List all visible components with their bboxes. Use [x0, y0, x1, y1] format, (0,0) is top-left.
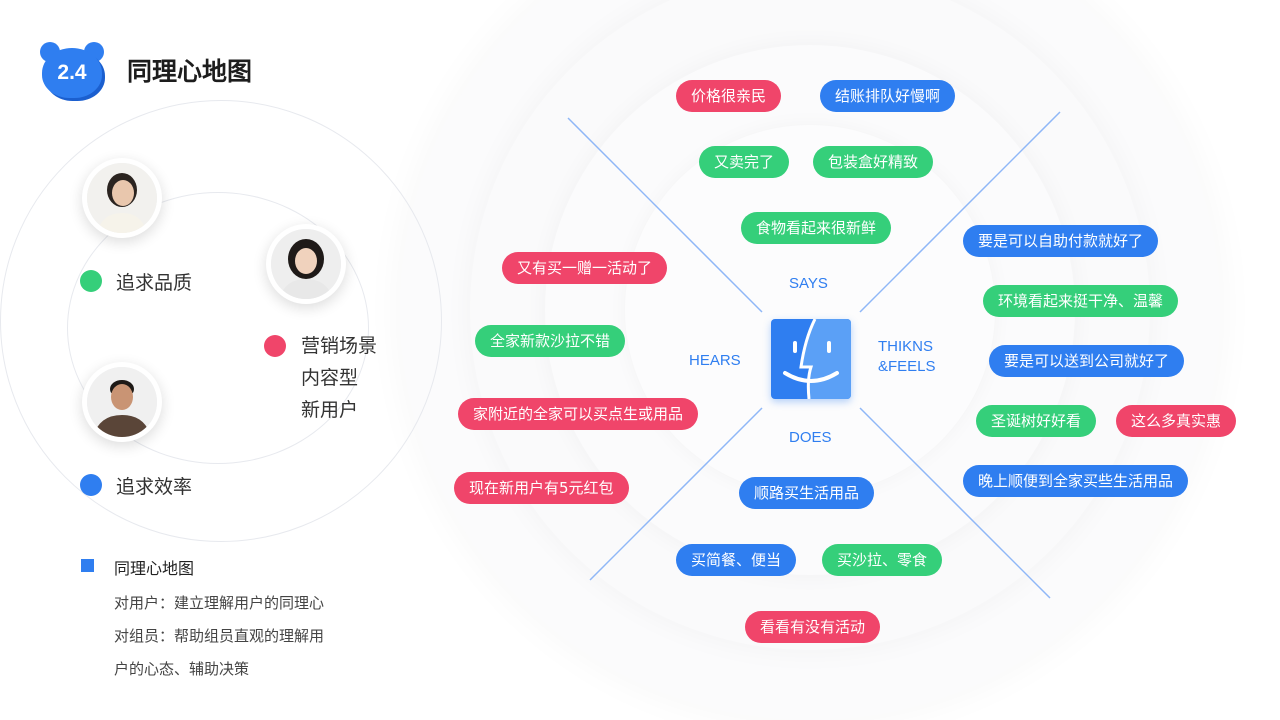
hears-pill: 现在新用户有5元红包 — [454, 472, 629, 504]
note-line: 对组员：帮助组员直观的理解用 — [114, 627, 325, 645]
avatar-woman-1 — [82, 158, 162, 238]
avatar-man — [82, 362, 162, 442]
page-title: 同理心地图 — [127, 57, 253, 86]
axis-does: DOES — [789, 429, 832, 446]
thinks-pill: 要是可以自助付款就好了 — [963, 225, 1159, 257]
says-pill: 又卖完了 — [699, 146, 790, 178]
left-ring-inner — [67, 192, 369, 464]
thinks-pill: 晚上顺便到全家买些生活用品 — [963, 465, 1189, 497]
note-title: 同理心地图 — [114, 559, 195, 578]
bg-ring-core — [625, 125, 995, 495]
axis-says: SAYS — [789, 275, 828, 292]
quality-dot — [80, 270, 102, 292]
finder-face-icon — [771, 319, 851, 399]
hears-pill: 全家新款沙拉不错 — [475, 325, 626, 357]
axis-feels: &FEELS — [878, 358, 936, 375]
section-badge: 2.4 — [40, 42, 104, 100]
says-pill: 结账排队好慢啊 — [820, 80, 956, 112]
efficiency-dot — [80, 474, 102, 496]
hears-pill: 家附近的全家可以买点生或用品 — [458, 398, 699, 430]
efficiency-label: 追求效率 — [116, 476, 193, 498]
note-bullet — [81, 559, 94, 572]
thinks-pill: 这么多真实惠 — [1116, 405, 1237, 437]
axis-thinks: THIKNS — [878, 338, 934, 355]
hears-pill: 又有买一赠一活动了 — [502, 252, 668, 284]
says-pill: 价格很亲民 — [676, 80, 782, 112]
note-line: 户的心态、辅助决策 — [114, 660, 250, 678]
scenario-labels: 营销场景 内容型 新用户 — [301, 330, 377, 426]
does-pill: 看看有没有活动 — [745, 611, 881, 643]
thinks-pill: 圣诞树好好看 — [976, 405, 1097, 437]
scenario-line: 内容型 — [301, 367, 359, 389]
thinks-pill: 要是可以送到公司就好了 — [989, 345, 1185, 377]
says-pill: 包装盒好精致 — [813, 146, 934, 178]
left-ring-outer — [0, 100, 442, 542]
does-pill: 顺路买生活用品 — [739, 477, 875, 509]
avatar-woman-2 — [266, 224, 346, 304]
section-number: 2.4 — [42, 48, 102, 98]
note-line: 对用户：建立理解用户的同理心 — [114, 594, 325, 612]
scenario-dot — [264, 335, 286, 357]
axis-hears: HEARS — [689, 352, 741, 369]
thinks-pill: 环境看起来挺干净、温馨 — [983, 285, 1179, 317]
quality-label: 追求品质 — [116, 272, 193, 294]
says-pill: 食物看起来很新鲜 — [741, 212, 892, 244]
scenario-line: 营销场景 — [301, 335, 378, 357]
does-pill: 买简餐、便当 — [676, 544, 797, 576]
scenario-line: 新用户 — [301, 399, 359, 421]
does-pill: 买沙拉、零食 — [822, 544, 943, 576]
